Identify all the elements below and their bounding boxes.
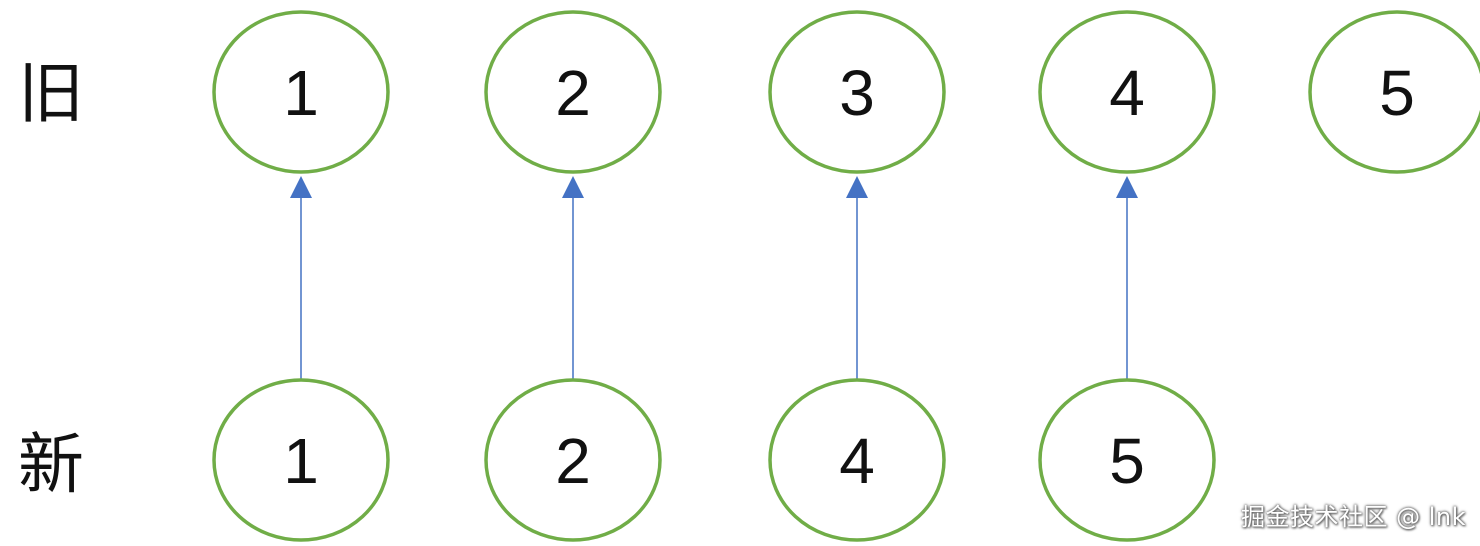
old-node-label: 1 (283, 57, 319, 129)
match-arrow (1116, 176, 1138, 380)
new-node-circle (768, 378, 946, 542)
new-node-label: 4 (839, 425, 875, 497)
match-arrow-head (562, 176, 584, 198)
old-node-circle (768, 10, 946, 174)
old-node-label: 4 (1109, 57, 1145, 129)
match-arrow (562, 176, 584, 380)
old-node: 2 (484, 10, 662, 174)
old-node: 5 (1308, 10, 1480, 174)
watermark: 掘金技术社区 @ lnk (1240, 503, 1466, 531)
new-node-circle (212, 378, 390, 542)
new-node: 5 (1038, 378, 1216, 542)
old-node-label: 5 (1379, 57, 1415, 129)
old-nodes: 1 2 3 4 5 (212, 10, 1480, 174)
old-node-label: 2 (555, 57, 591, 129)
new-nodes: 1 2 4 5 (212, 378, 1216, 542)
old-node-circle (484, 10, 662, 174)
match-arrow-head (846, 176, 868, 198)
new-node: 1 (212, 378, 390, 542)
new-node: 4 (768, 378, 946, 542)
new-node: 2 (484, 378, 662, 542)
match-arrow-head (1116, 176, 1138, 198)
old-node-circle (1038, 10, 1216, 174)
new-node-label: 2 (555, 425, 591, 497)
old-node-circle (212, 10, 390, 174)
new-node-label: 1 (283, 425, 319, 497)
old-node: 1 (212, 10, 390, 174)
new-node-circle (484, 378, 662, 542)
match-arrow-head (290, 176, 312, 198)
new-row-label: 新 (18, 426, 84, 503)
old-node-circle (1308, 10, 1480, 174)
new-node-circle (1038, 378, 1216, 542)
links-layer (290, 176, 1138, 380)
match-arrow (290, 176, 312, 380)
match-arrow (846, 176, 868, 380)
old-node-label: 3 (839, 57, 875, 129)
old-node: 4 (1038, 10, 1216, 174)
new-node-label: 5 (1109, 425, 1145, 497)
old-row-label: 旧 (18, 55, 84, 132)
old-node: 3 (768, 10, 946, 174)
